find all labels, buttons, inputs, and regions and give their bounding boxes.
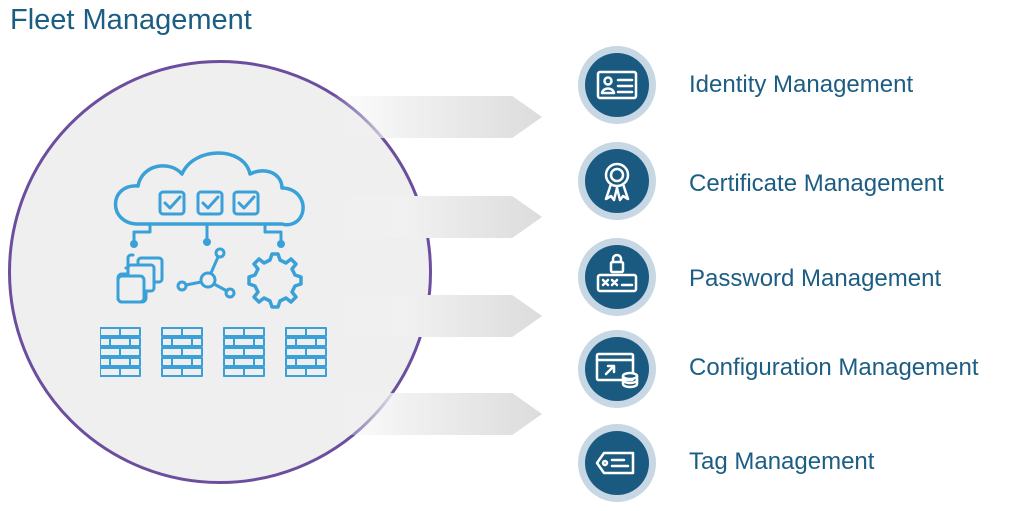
configuration-feature-badge	[578, 330, 656, 408]
password-feature-badge	[578, 238, 656, 316]
connector-arrow-configuration	[330, 393, 542, 435]
firewall-icon	[100, 327, 327, 377]
connector-arrow-password	[330, 295, 542, 337]
feature-label-configuration: Configuration Management	[689, 354, 979, 381]
gear-icon	[247, 252, 303, 309]
feature-label-password: Password Management	[689, 265, 942, 292]
stacked-squares-icon	[116, 253, 164, 304]
feature-label-certificate: Certificate Management	[689, 170, 944, 197]
config-window-icon	[595, 352, 639, 389]
award-ribbon-icon	[604, 162, 630, 202]
checkbox-icon	[158, 190, 260, 216]
certificate-feature-badge	[578, 142, 656, 220]
id-card-icon	[596, 70, 638, 100]
connector-arrow-certificate	[330, 196, 542, 238]
identity-feature-badge	[578, 46, 656, 124]
cloud-connectors	[130, 222, 285, 248]
cloud-icon	[113, 151, 305, 227]
connector-arrow-identity	[330, 96, 542, 138]
tag-icon	[595, 451, 635, 475]
feature-label-tag: Tag Management	[689, 448, 875, 475]
password-lock-icon	[596, 253, 638, 293]
hub-graphic	[100, 151, 327, 377]
page-title: Fleet Management	[10, 4, 252, 36]
tag-feature-badge	[578, 424, 656, 502]
network-node-icon	[176, 247, 236, 299]
feature-label-identity: Identity Management	[689, 71, 914, 98]
